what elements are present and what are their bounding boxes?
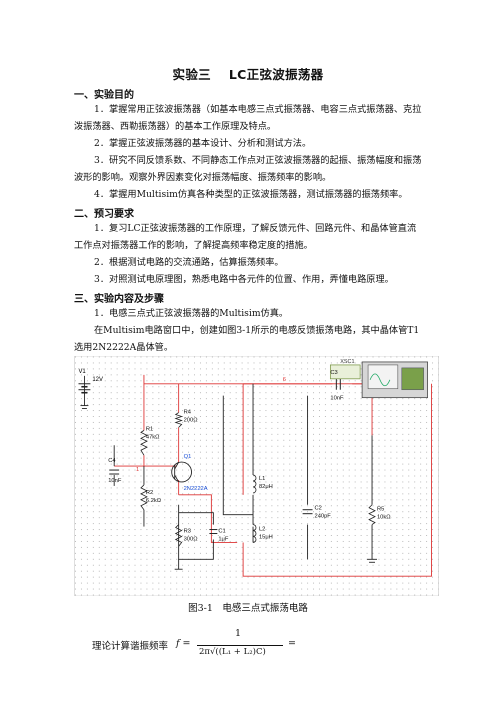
node-1-label: 1 (136, 467, 139, 473)
r5-value: 10kΩ (377, 515, 391, 521)
r4-value: 200Ω (184, 417, 199, 423)
c2-name: C2 (315, 506, 322, 512)
oscilloscope-xsc1[interactable]: XSC1 (329, 359, 428, 399)
formula-prefix: 理论计算谐振频率 (92, 641, 169, 652)
experiment-number: 实验三 (172, 67, 211, 82)
step-1-detail: 在Multisim电路窗口中，创建如图3-1所示的电感反馈振荡电路，其中晶体管T… (74, 325, 420, 353)
resistor-r4 (174, 412, 183, 428)
q1-name: Q1 (184, 454, 192, 460)
red-wires (114, 374, 432, 577)
formula-denominator: 2π√((L₁ + L₂)C) (199, 647, 266, 657)
resistor-r5 (368, 504, 376, 525)
section-heading-steps: 三、实验内容及步骤 (74, 294, 164, 305)
r3-value: 300Ω (184, 536, 199, 542)
objective-3: 3．研究不同反馈系数、不同静态工作点对正弦波振荡器的起振、振荡幅度和振荡波形的影… (74, 155, 422, 183)
l1-value: 82μH (259, 484, 273, 490)
oscilloscope-label: XSC1 (340, 359, 354, 365)
r3-name: R3 (184, 529, 191, 535)
r5-name: R5 (377, 507, 384, 513)
resistor-r1 (140, 430, 148, 456)
l2-value: 15μH (259, 534, 273, 540)
c4-name: C4 (108, 458, 116, 464)
experiment-name: LC正弦波振荡器 (228, 67, 324, 82)
v1-value: 12V (92, 377, 103, 383)
c4-value: 10nF (108, 478, 122, 484)
r1-value: 47kΩ (146, 434, 160, 440)
resistor-r3 (174, 524, 183, 547)
section-heading-preview: 二、预习要求 (74, 209, 134, 220)
section-heading-objectives: 一、实验目的 (74, 90, 134, 101)
step-1: 1．电感三点式正弦波振荡器的Multisim仿真。 (94, 308, 289, 319)
formula-equals: = (288, 638, 296, 649)
r1-name: R1 (146, 426, 153, 432)
c2-value: 240pF (315, 514, 332, 520)
objective-2: 2．掌握正弦波振荡器的基本设计、分析和测试方法。 (94, 138, 312, 149)
inductors (252, 474, 257, 543)
l1-name: L1 (259, 476, 265, 482)
preview-3: 3．对照测试电原理图，熟悉电路中各元件的位置、作用，弄懂电路原理。 (94, 274, 394, 285)
resistor-r2 (140, 484, 148, 510)
r2-value: 6.2kΩ (146, 498, 162, 504)
capacitors (109, 377, 341, 535)
objective-4: 4．掌握用Multisim仿真各种类型的正弦波振荡器，测试振荡器的振荡频率。 (94, 189, 408, 200)
node-6-label: 6 (283, 377, 286, 383)
transistor-q1 (171, 461, 192, 483)
c1-name: C1 (218, 529, 225, 535)
formula-numerator: 1 (235, 628, 242, 639)
v1-label: V1 (78, 369, 86, 375)
circuit-schematic: V1 12V (74, 356, 439, 596)
r2-name: R2 (146, 490, 153, 496)
fraction-bar (197, 645, 283, 646)
c3-value: 10nF (330, 396, 344, 402)
battery-v1: V1 12V (78, 369, 103, 394)
page-title: 实验三 LC正弦波振荡器 (0, 64, 496, 83)
c1-value: 1μF (218, 536, 229, 542)
preview-2: 2．根据测试电路的交流通路，估算振荡频率。 (94, 257, 284, 268)
objective-1: 1．掌握常用正弦波振荡器（如基本电感三点式振荡器、电容三点式振荡器、克拉泼振荡器… (74, 104, 422, 132)
l2-name: L2 (259, 527, 265, 533)
c3-name: C3 (330, 370, 337, 376)
formula-lhs: f = (176, 638, 191, 649)
preview-1: 1．复习LC正弦波振荡器的工作原理，了解反馈元件、回路元件、和晶体管直流工作点对… (74, 223, 417, 251)
r4-name: R4 (184, 410, 192, 416)
q1-part: 2N2222A (184, 486, 208, 492)
black-wires (80, 375, 377, 570)
figure-caption: 图3-1 电感三点式振荡电路 (188, 603, 308, 614)
